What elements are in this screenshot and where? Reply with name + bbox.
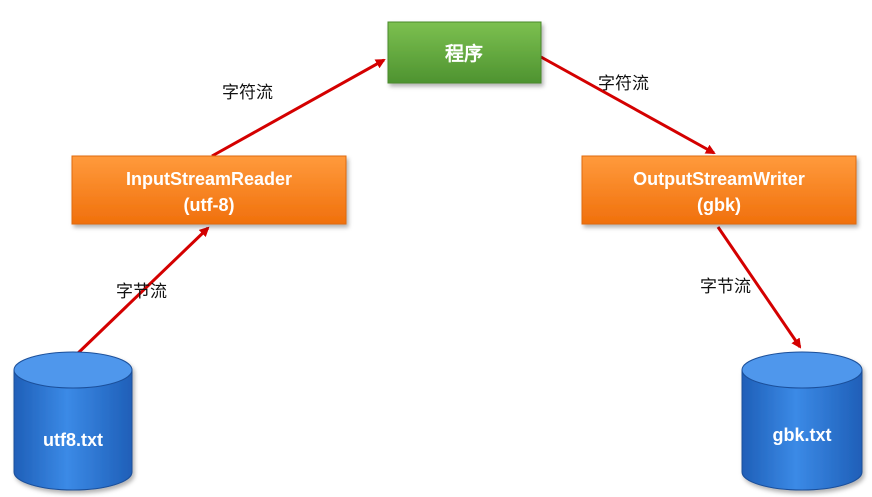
arrow-reader-to-program [211, 58, 386, 158]
target-file-cylinder [741, 351, 863, 491]
label-source-to-reader: 字节流 [116, 282, 167, 302]
label-reader-to-program: 字符流 [222, 83, 273, 103]
program-label: 程序 [445, 42, 483, 65]
label-writer-to-target: 字节流 [700, 277, 751, 297]
reader-label-line1: InputStreamReader [126, 169, 292, 189]
writer-label-line1: OutputStreamWriter [633, 169, 805, 189]
input-stream-reader-node [71, 155, 347, 225]
arrow-program-to-writer [540, 55, 716, 155]
output-stream-writer-node [581, 155, 857, 225]
arrow-writer-to-target [716, 226, 802, 349]
target-file-label: gbk.txt [772, 425, 831, 445]
program-node [387, 21, 542, 84]
arrow-source-to-reader [73, 226, 210, 358]
reader-label-line2: (utf-8) [184, 195, 235, 215]
source-file-label: utf8.txt [43, 430, 103, 450]
label-program-to-writer: 字符流 [598, 74, 649, 94]
source-file-cylinder [13, 351, 133, 491]
writer-label-line2: (gbk) [697, 195, 741, 215]
